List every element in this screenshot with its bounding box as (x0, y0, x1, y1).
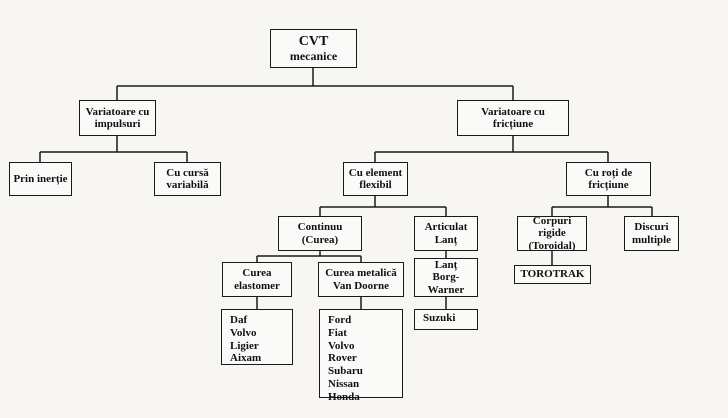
root-subtitle: mecanice (289, 48, 338, 63)
node-label-line-1: Discuri (634, 221, 669, 234)
maker-item: Ligier (230, 339, 259, 352)
node-label-line-2: fricțiune (588, 179, 629, 191)
node-label-line-1: Corpuri rigide (532, 215, 572, 240)
node-label-line-1: Lanț (434, 259, 458, 272)
maker-item: Fiat (328, 326, 347, 339)
node-label-line-2: Lanț (434, 233, 458, 246)
node-multiple-discs: Discuri multiple (624, 216, 679, 251)
node-label-line-2: multiple (631, 233, 672, 246)
node-label-line-2: elastomer (234, 279, 280, 292)
root-title: CVT (298, 33, 329, 49)
root-node-cvt-mecanice: CVT mecanice (270, 29, 357, 68)
node-label-line-2: (Toroidal) (528, 239, 576, 252)
maker-item: Volvo (230, 326, 257, 339)
maker-item: Suzuki (423, 312, 456, 324)
maker-item: Subaru (328, 365, 363, 377)
node-label-line-1: Cu element (348, 166, 403, 179)
node-elastomer-belt: Curea elastomer (222, 262, 292, 297)
node-label-line-2: fricțiune (492, 118, 534, 130)
node-by-inertia: Prin inerție (9, 162, 72, 196)
node-label-line-1: Prin inerție (13, 172, 68, 185)
maker-item: Aixam (230, 352, 262, 365)
maker-item: Ford (328, 314, 352, 326)
node-friction-wheels: Cu roți de fricțiune (566, 162, 651, 196)
node-label-line-2: flexibil (359, 179, 392, 191)
node-label-line-1: Variatoare cu (85, 105, 150, 118)
node-label-line-1: TOROTRAK (520, 268, 585, 281)
node-label-line-2: Borg-Warner (427, 271, 465, 296)
node-label-line-1: Articulat (424, 221, 468, 234)
node-rigid-bodies-toroidal: Corpuri rigide (Toroidal) (517, 215, 587, 252)
node-label-line-2: variabilă (166, 179, 209, 191)
chain-makers-list: Suzuki (414, 309, 478, 330)
maker-item: Rover (328, 352, 357, 365)
node-label-line-2: impulsuri (94, 118, 141, 130)
node-continuous-belt: Continuu (Curea) (278, 216, 362, 251)
maker-item: Nissan (328, 377, 360, 390)
node-label-line-1: Curea (242, 267, 272, 280)
node-friction-variators: Variatoare cu fricțiune (457, 100, 569, 136)
node-label-line-2: (Curea) (301, 233, 339, 246)
metal-belt-makers-list: Ford Fiat Volvo Rover Subaru Nissan Hond… (319, 309, 403, 403)
maker-item: Volvo (328, 339, 355, 352)
node-articulated-chain: Articulat Lanț (414, 216, 478, 251)
node-label-line-2: Van Doorne (332, 279, 390, 292)
maker-item: Daf (230, 314, 248, 326)
node-variable-stroke: Cu cursă variabilă (154, 162, 221, 196)
node-label-line-1: Variatoare cu (481, 105, 545, 118)
node-label-line-1: Cu roți de (584, 166, 633, 179)
node-impulse-variators: Variatoare cu impulsuri (79, 100, 156, 136)
elastomer-makers-list: Daf Volvo Ligier Aixam (221, 309, 293, 365)
node-metal-belt-van-doorne: Curea metalică Van Doorne (318, 262, 404, 297)
node-label-line-1: Continuu (297, 221, 343, 234)
node-label-line-1: Curea metalică (325, 267, 397, 280)
node-borg-warner-chain: Lanț Borg-Warner (414, 258, 478, 297)
maker-item: Honda (328, 390, 360, 403)
node-label-line-1: Cu cursă (166, 166, 209, 179)
node-flexible-element: Cu element flexibil (343, 162, 408, 196)
node-torotrak: TOROTRAK (514, 265, 591, 284)
